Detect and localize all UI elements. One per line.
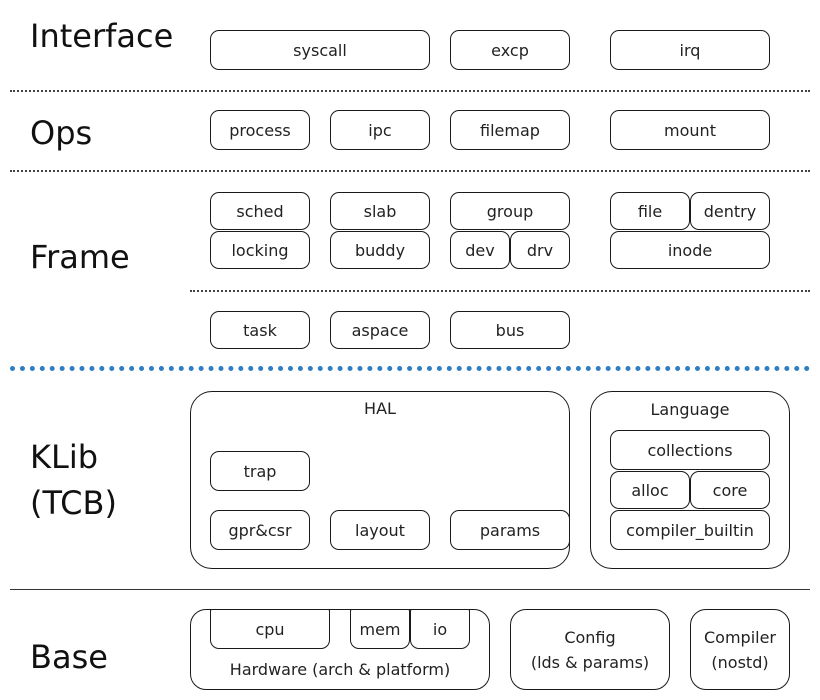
bus-box: bus: [450, 311, 570, 349]
compiler-builtin-box: compiler_builtin: [610, 510, 770, 550]
config-title: Config: [564, 628, 616, 647]
language-title: Language: [650, 400, 730, 419]
separator-tcb-boundary: [10, 366, 810, 371]
task-box: task: [210, 311, 310, 349]
mount-box: mount: [610, 110, 770, 150]
core-box: core: [690, 471, 770, 509]
config-group: [510, 609, 670, 690]
layer-label-klib: KLib: [30, 438, 99, 476]
file-box: file: [610, 192, 690, 230]
drv-box: drv: [510, 231, 570, 269]
trap-box: trap: [210, 451, 310, 491]
gpr-csr-box: gpr&csr: [210, 510, 310, 550]
syscall-box: syscall: [210, 30, 430, 70]
layer-label-ops: Ops: [30, 114, 93, 152]
params-box: params: [450, 510, 570, 550]
layer-label-interface: Interface: [30, 17, 174, 55]
aspace-box: aspace: [330, 311, 430, 349]
compiler-title: Compiler: [703, 628, 776, 647]
separator-interface-ops: [10, 90, 810, 92]
excp-box: excp: [450, 30, 570, 70]
layout-box: layout: [330, 510, 430, 550]
locking-box: locking: [210, 231, 310, 269]
buddy-box: buddy: [330, 231, 430, 269]
dev-box: dev: [450, 231, 510, 269]
group-box: group: [450, 192, 570, 230]
separator-ops-frame: [10, 170, 810, 172]
separator-frame-inner: [190, 290, 810, 292]
hardware-title: Hardware (arch & platform): [229, 660, 451, 679]
compiler-group: [690, 609, 790, 690]
io-box: io: [410, 609, 470, 649]
layer-label-frame: Frame: [30, 238, 130, 276]
dentry-box: dentry: [690, 192, 770, 230]
alloc-box: alloc: [610, 471, 690, 509]
cpu-box: cpu: [210, 609, 330, 649]
config-subtitle: (lds & params): [530, 653, 650, 672]
layer-label-tcb: (TCB): [30, 484, 117, 522]
collections-box: collections: [610, 430, 770, 470]
ipc-box: ipc: [330, 110, 430, 150]
layer-label-base: Base: [30, 638, 108, 676]
filemap-box: filemap: [450, 110, 570, 150]
irq-box: irq: [610, 30, 770, 70]
inode-box: inode: [610, 231, 770, 269]
slab-box: slab: [330, 192, 430, 230]
mem-box: mem: [350, 609, 410, 649]
hal-title: HAL: [364, 399, 396, 418]
compiler-subtitle: (nostd): [711, 653, 769, 672]
sched-box: sched: [210, 192, 310, 230]
separator-klib-base: [10, 589, 810, 590]
process-box: process: [210, 110, 310, 150]
